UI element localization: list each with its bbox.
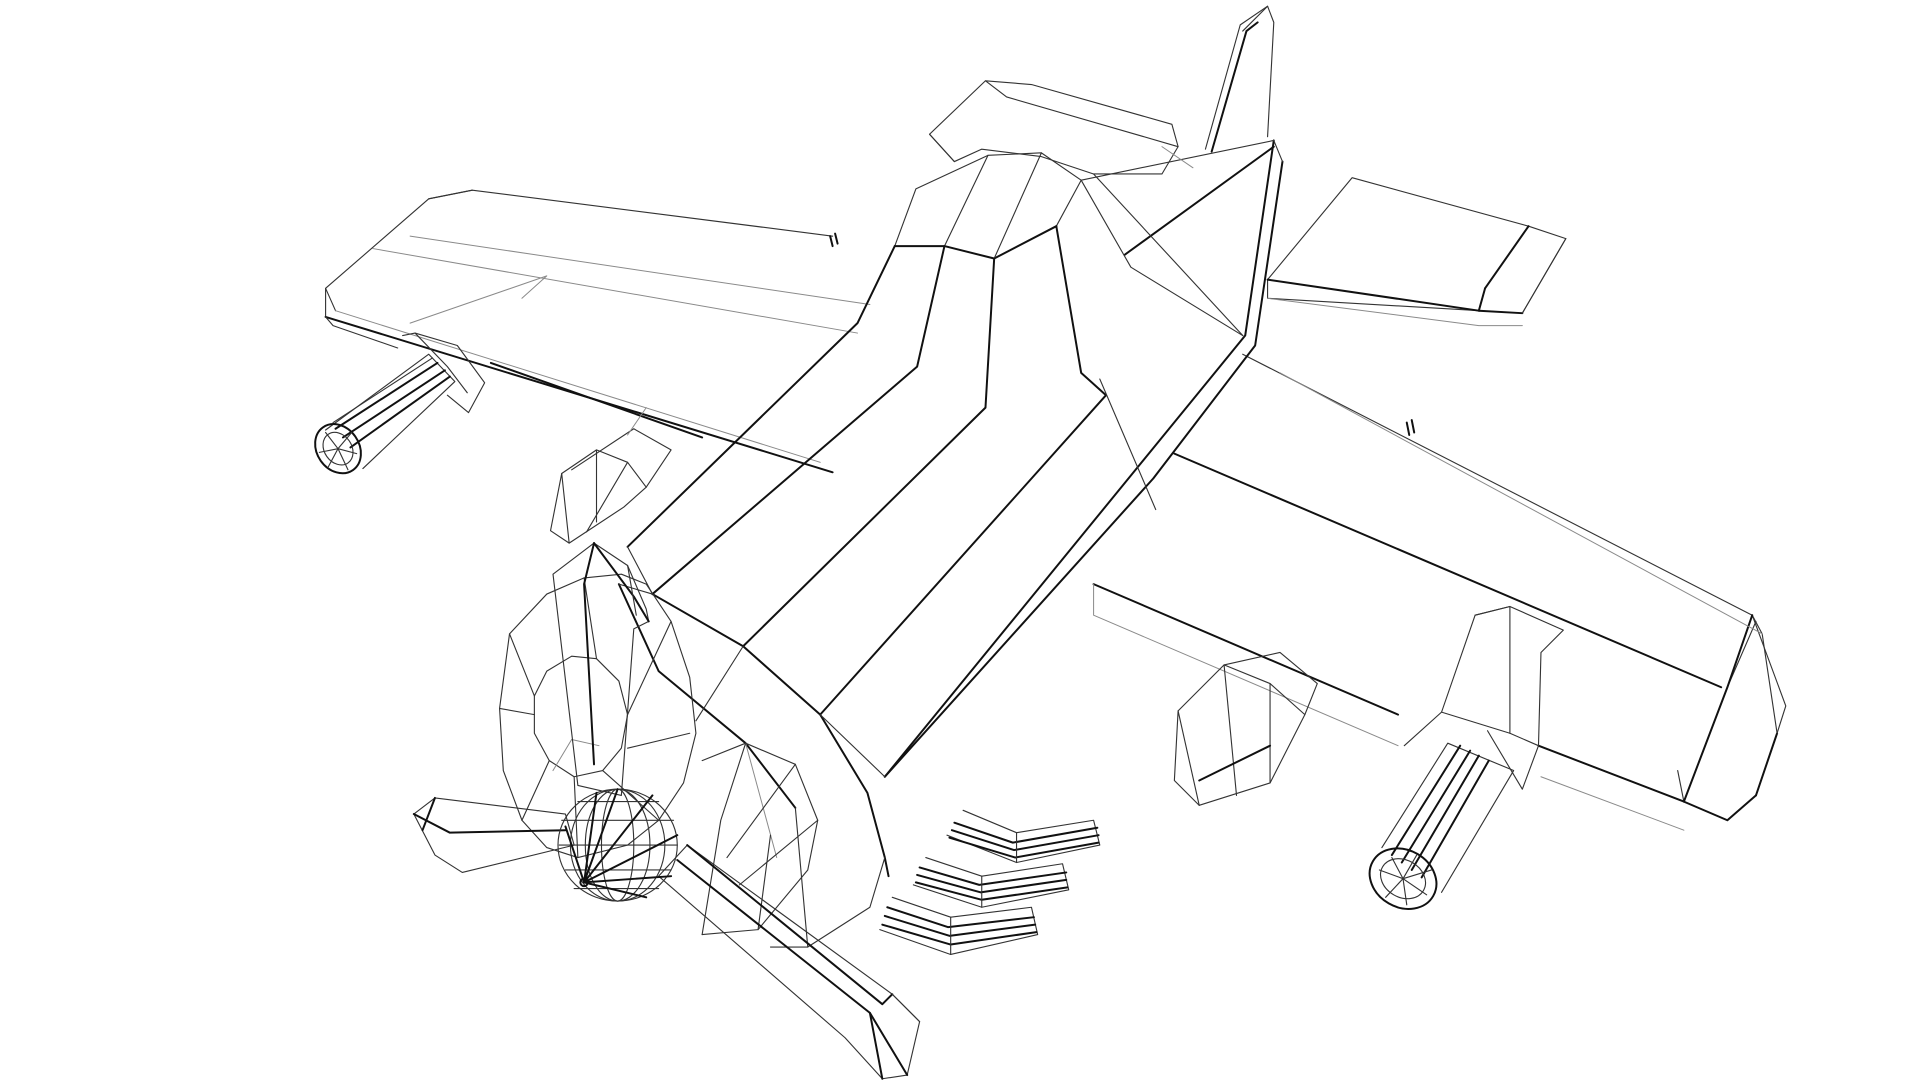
left-wing-cone xyxy=(549,407,672,544)
tail-fin xyxy=(1204,5,1275,153)
engine-cowling xyxy=(499,573,819,936)
right-wing-cone xyxy=(1173,651,1318,806)
propeller-blade-left xyxy=(412,796,575,874)
right-engine-exhaust xyxy=(1368,742,1515,910)
propeller-blade-top xyxy=(552,542,650,796)
left-engine-pylon xyxy=(402,275,548,414)
tail-stabilizer-left xyxy=(928,80,1179,175)
propeller-blade-bottom xyxy=(658,844,921,1080)
tail-stabilizer-right xyxy=(1266,177,1567,327)
propeller-spinner xyxy=(557,788,679,902)
exhaust-stacks xyxy=(879,809,1101,956)
right-wing xyxy=(1092,353,1787,831)
fuselage xyxy=(617,139,1284,948)
right-engine-pylon xyxy=(1403,605,1564,790)
left-engine-exhaust xyxy=(314,353,456,475)
left-wing xyxy=(324,189,871,474)
